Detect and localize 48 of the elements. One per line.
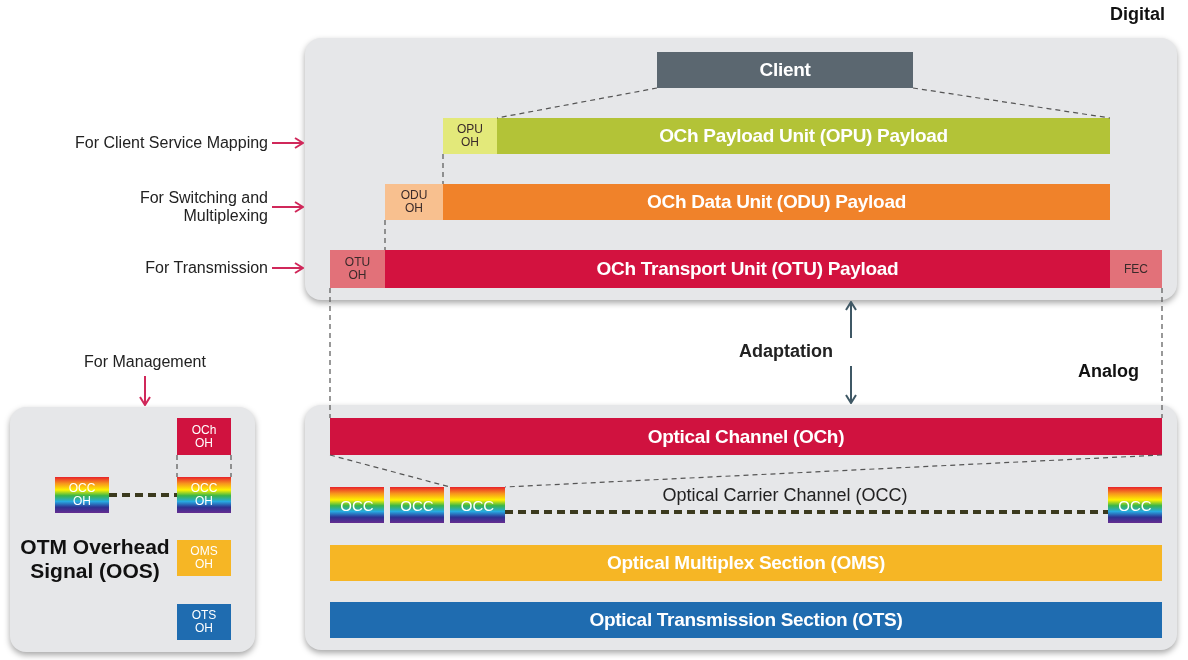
- connector-line: [912, 87, 1111, 119]
- arrow: [271, 262, 304, 274]
- carrier-block: OCC: [330, 487, 384, 523]
- section-bar: Optical Transmission Section (OTS): [330, 602, 1162, 638]
- connector-line: [329, 454, 451, 488]
- payload-bar: OCh Transport Unit (OTU) Payload: [385, 250, 1110, 288]
- connector-line: [109, 493, 177, 497]
- arrow: [271, 201, 304, 213]
- panel-heading: Digital: [1110, 4, 1165, 25]
- connector-line: [505, 510, 1108, 514]
- payload-bar: OCh Data Unit (ODU) Payload: [443, 184, 1110, 220]
- channel-bar: Optical Channel (OCh): [330, 418, 1162, 455]
- payload-bar: OCh Payload Unit (OPU) Payload: [497, 118, 1110, 154]
- overhead-block: OPU OH: [443, 118, 497, 154]
- arrow: [845, 301, 857, 339]
- client-bar: Client: [657, 52, 913, 88]
- connector-line: [504, 454, 1163, 488]
- overhead-block: OTS OH: [177, 604, 231, 640]
- carrier-block: OCC: [450, 487, 505, 523]
- overhead-block: OCC OH: [177, 477, 231, 513]
- annotation-text: For Transmission: [60, 256, 268, 280]
- carrier-block: OCC: [390, 487, 444, 523]
- panel-heading: OTM Overhead Signal (OOS): [20, 535, 170, 584]
- connector-line: [329, 287, 331, 419]
- annotation-text: Adaptation: [721, 339, 851, 363]
- overhead-block: ODU OH: [385, 184, 443, 220]
- layer-label: Optical Carrier Channel (OCC): [661, 485, 909, 506]
- arrow: [845, 365, 857, 404]
- fec-block: FEC: [1110, 250, 1162, 288]
- connector-line: [1161, 287, 1163, 419]
- annotation-text: For Switching and Multiplexing: [60, 184, 268, 230]
- arrow: [139, 375, 151, 406]
- panel-heading: Analog: [1078, 361, 1139, 382]
- connector-line: [384, 219, 386, 251]
- overhead-block: OTU OH: [330, 250, 385, 288]
- connector-line: [230, 454, 232, 478]
- overhead-block: OCh OH: [177, 418, 231, 455]
- annotation-text: For Client Service Mapping: [10, 131, 268, 155]
- overhead-panel: [10, 407, 255, 652]
- section-bar: Optical Multiplex Section (OMS): [330, 545, 1162, 581]
- overhead-block: OMS OH: [177, 540, 231, 576]
- connector-line: [496, 87, 658, 119]
- overhead-block: OCC OH: [55, 477, 109, 513]
- annotation-text: For Management: [55, 351, 235, 373]
- arrow: [271, 137, 304, 149]
- connector-line: [442, 153, 444, 185]
- connector-line: [176, 454, 178, 478]
- carrier-block: OCC: [1108, 487, 1162, 523]
